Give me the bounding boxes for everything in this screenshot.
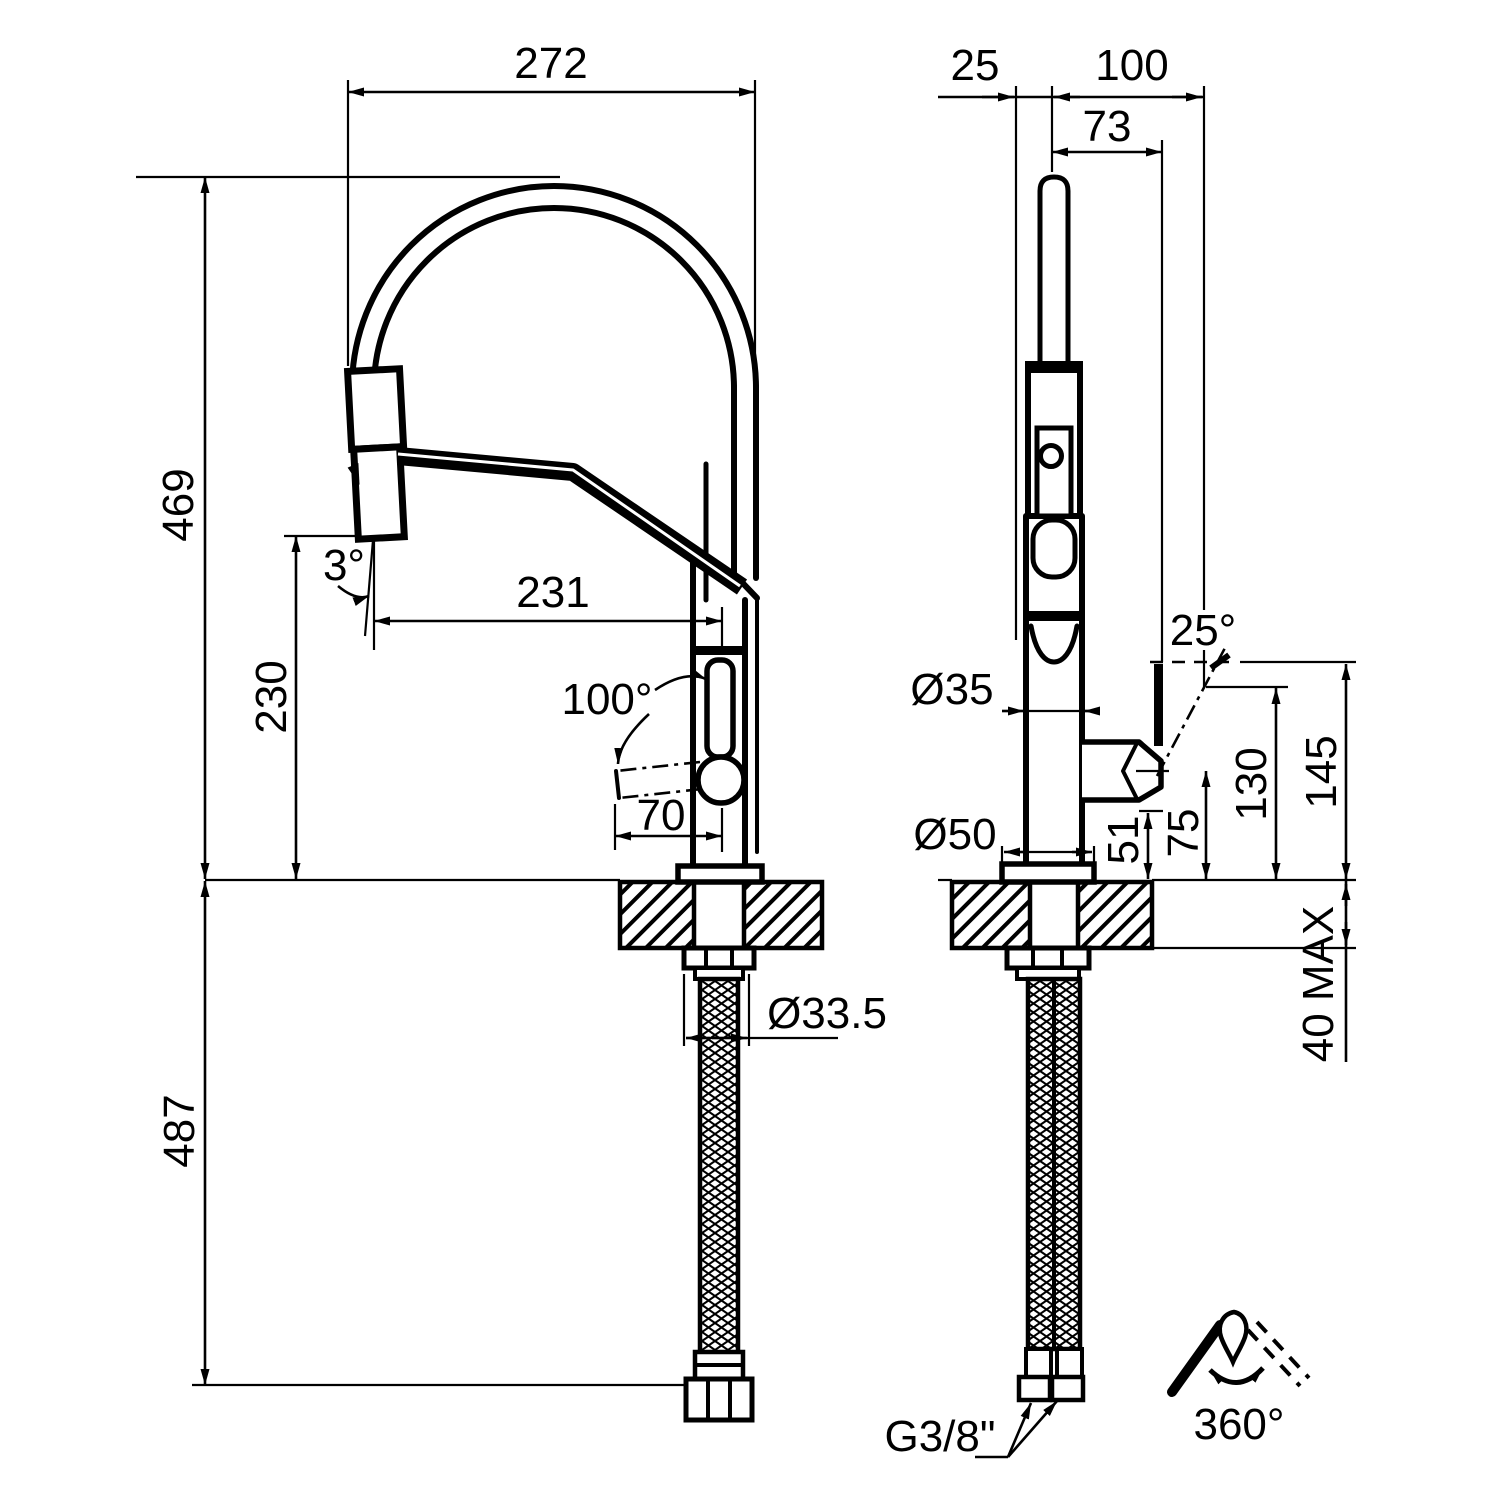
dim-handle-swing-angle: 100° xyxy=(561,675,652,724)
spout-arch-outer xyxy=(349,183,759,391)
dim-spout-reach: 231 xyxy=(516,568,589,617)
side-countertop xyxy=(949,879,1155,951)
hose-nut xyxy=(683,1376,755,1423)
side-faucet-outline xyxy=(999,174,1169,885)
swivel-lever-solid xyxy=(1167,1320,1225,1397)
dim-mounting-hole-diameter: Ø33.5 xyxy=(767,989,887,1038)
front-countertop xyxy=(617,879,825,951)
dim-handle-upright-reach: 73 xyxy=(1083,102,1132,151)
dim-handle-tilt-angle: 25° xyxy=(1170,606,1237,655)
dim-body-diameter: Ø35 xyxy=(910,665,993,714)
thread-callout xyxy=(975,1400,1058,1459)
braided-hose xyxy=(697,976,741,1356)
handle-ball xyxy=(695,754,747,806)
swivel-icon: 360° xyxy=(1167,1309,1311,1449)
label-supply-thread: G3/8" xyxy=(884,1412,995,1461)
handle-lever xyxy=(1154,664,1163,746)
dim-counter-thickness-max: 40 MAX xyxy=(1294,906,1343,1063)
spray-head xyxy=(343,365,408,543)
dim-handle-tip-height: 145 xyxy=(1297,735,1346,808)
swivel-spout-tip xyxy=(1217,1309,1249,1368)
swivel-lever-dashed xyxy=(1246,1328,1302,1388)
base-flange-side xyxy=(999,861,1097,885)
dim-hose-length: 487 xyxy=(155,1094,204,1167)
spout-arch-inner xyxy=(371,205,737,391)
dim-handle-swing-offset: 70 xyxy=(637,791,686,840)
dim-handle-top-height: 130 xyxy=(1227,747,1276,820)
base-flange xyxy=(675,863,765,885)
dim-outlet-height: 51 xyxy=(1099,816,1148,865)
dim-overall-width: 272 xyxy=(514,39,587,88)
side-dimensions xyxy=(938,86,1356,1459)
body-joint-side xyxy=(1024,611,1084,621)
side-view: 25 100 73 Ø35 Ø50 25° 51 75 130 145 40 M… xyxy=(884,41,1356,1461)
dim-handle-tip-reach: 100 xyxy=(1095,41,1168,90)
front-dimensions xyxy=(136,80,838,1387)
dim-spray-head-height: 230 xyxy=(247,660,296,733)
swivel-arc-arrow xyxy=(1208,1366,1265,1385)
front-faucet-outline xyxy=(343,183,765,885)
side-supply-hoses xyxy=(1004,945,1092,1403)
label-spout-rotation: 360° xyxy=(1193,1400,1284,1449)
hose-nut-left xyxy=(1016,1374,1053,1403)
hose-nut-right xyxy=(1049,1374,1086,1403)
front-view: 272 469 230 3° 231 100° 70 Ø33.5 487 xyxy=(136,39,887,1423)
dim-spray-head-tilt: 3° xyxy=(323,541,365,590)
dim-spout-height: 469 xyxy=(154,468,203,541)
spout-tube xyxy=(1037,174,1071,371)
dim-spout-back-offset: 25 xyxy=(951,41,1000,90)
dim-pivot-height: 75 xyxy=(1159,809,1208,858)
dim-base-diameter: Ø50 xyxy=(913,810,996,859)
handle-slot xyxy=(704,657,736,760)
